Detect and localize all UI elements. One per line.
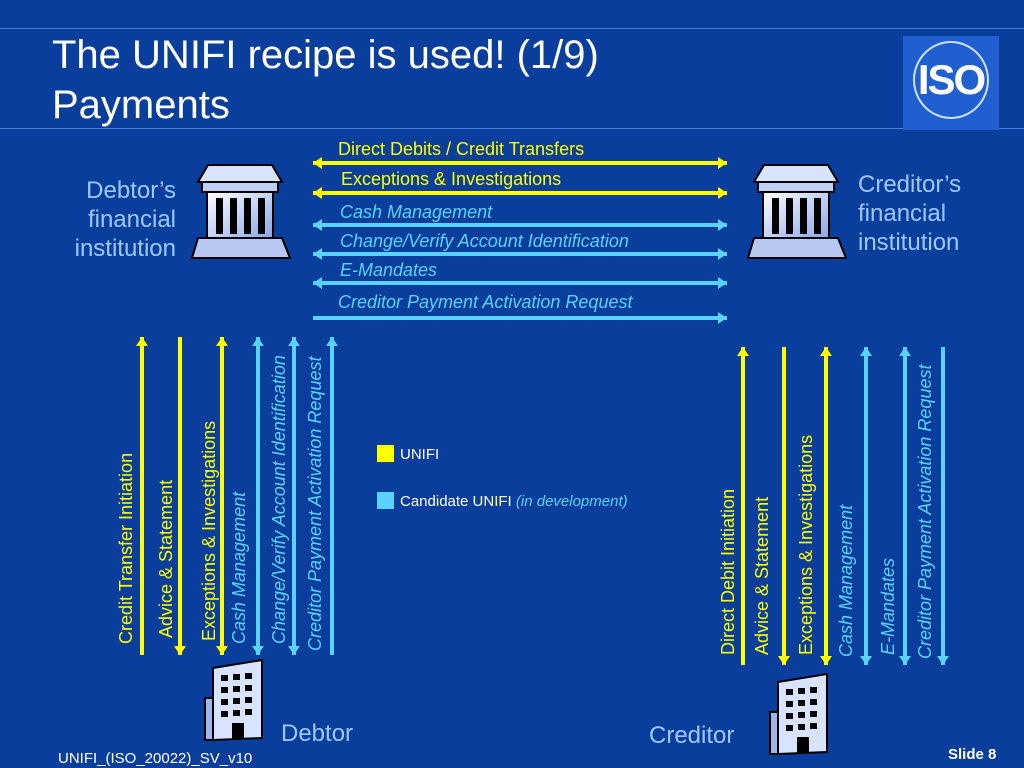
creditor-arrow-4-head — [899, 656, 911, 665]
building-icon-debtor — [204, 658, 263, 742]
debtor-label-activation-request: Creditor Payment Activation Request — [305, 356, 325, 651]
debtor-label-advice-statement: Advice & Statement — [156, 479, 176, 638]
creditor-fi-label: Creditor’s financial institution — [858, 171, 962, 256]
flow-label-activation-request: Creditor Payment Activation Request — [338, 292, 633, 312]
debtor-label-credit-transfer: Credit Transfer Initiation — [116, 452, 136, 644]
slide-title-line-2: Payments — [52, 83, 230, 127]
arrow-layer — [136, 157, 949, 665]
iso-logo-text: ISO — [917, 56, 986, 103]
interbank-arrow-2-tail — [313, 219, 322, 231]
debtor-label-cash-management: Cash Management — [229, 491, 249, 644]
legend-swatch-unifi — [377, 445, 394, 462]
debtor-arrow-5-tail — [326, 337, 338, 346]
debtor-label-exceptions: Exceptions & Investigations — [199, 420, 219, 641]
flow-label-e-mandates: E-Mandates — [340, 260, 438, 280]
creditor-label-direct-debit: Direct Debit Initiation — [718, 488, 738, 655]
flow-label-exceptions: Exceptions & Investigations — [341, 169, 562, 189]
interbank-arrow-2-head — [718, 219, 727, 231]
footer-doc-id: UNIFI_(ISO_20022)_SV_v10 — [58, 750, 253, 767]
debtor-arrow-3-tail — [252, 337, 264, 346]
title-rule — [0, 128, 1024, 129]
bank-icon-debtor-fi — [190, 164, 292, 259]
interbank-arrow-0-tail — [313, 157, 322, 169]
debtor-arrow-4-head — [288, 646, 300, 655]
interbank-arrow-0-head — [718, 157, 727, 169]
legend-candidate: Candidate UNIFI (in development) — [377, 492, 628, 511]
interbank-arrow-4-tail — [313, 277, 322, 289]
creditor-label-cash-management: Cash Management — [836, 504, 856, 657]
legend-swatch-candidate — [377, 492, 394, 509]
debtor-arrow-4-tail — [288, 337, 300, 346]
creditor-arrow-5-head — [937, 656, 949, 665]
flow-label-direct-debits: Direct Debits / Credit Transfers — [338, 139, 585, 159]
creditor-label-exceptions: Exceptions & Investigations — [796, 434, 816, 655]
debtor-arrow-3-head — [252, 646, 264, 655]
interbank-arrow-5-head — [718, 312, 727, 324]
creditor-label-activation-request: Creditor Payment Activation Request — [915, 364, 935, 659]
legend-unifi-label: UNIFI — [400, 446, 440, 463]
legend-candidate-label: Candidate UNIFI — [400, 493, 512, 510]
creditor-arrow-4-tail — [899, 347, 911, 356]
creditor-arrow-0-tail — [737, 347, 749, 356]
creditor-label-e-mandates: E-Mandates — [878, 557, 898, 655]
legend-unifi: UNIFI — [377, 445, 439, 464]
legend-candidate-note: (in development) — [515, 493, 628, 510]
party-label-creditor: Creditor — [649, 722, 735, 749]
slide-title-line-1: The UNIFI recipe is used! (1/9) — [52, 33, 599, 77]
header-rule — [0, 28, 1024, 29]
building-icon-creditor — [769, 672, 828, 756]
debtor-label-change-verify: Change/Verify Account Identification — [269, 355, 289, 644]
globe-icon — [913, 41, 989, 119]
interbank-arrow-3-tail — [313, 248, 322, 260]
creditor-arrow-3-head — [860, 656, 872, 665]
creditor-arrow-3-tail — [860, 347, 872, 356]
interbank-arrow-4-head — [718, 277, 727, 289]
footer-slide-number: Slide 8 — [948, 746, 997, 763]
interbank-arrow-1-tail — [313, 187, 322, 199]
creditor-label-advice-statement: Advice & Statement — [752, 496, 772, 655]
flow-label-cash-management: Cash Management — [340, 202, 493, 222]
creditor-arrow-2-tail — [820, 347, 832, 356]
debtor-arrow-0-tail — [136, 337, 148, 346]
debtor-fi-label: Debtor’s financial institution — [74, 177, 176, 262]
debtor-arrow-1-head — [174, 646, 186, 655]
party-label-debtor: Debtor — [281, 720, 354, 747]
iso-logo: ISO — [903, 36, 999, 130]
bank-icon-creditor-fi — [746, 164, 848, 259]
interbank-arrow-1-head — [718, 187, 727, 199]
creditor-arrow-1-head — [778, 656, 790, 665]
creditor-arrow-2-head — [820, 656, 832, 665]
debtor-arrow-2-head — [216, 646, 228, 655]
debtor-arrow-2-tail — [216, 337, 228, 346]
interbank-arrow-3-head — [718, 248, 727, 260]
flow-label-change-verify: Change/Verify Account Identification — [340, 231, 629, 251]
